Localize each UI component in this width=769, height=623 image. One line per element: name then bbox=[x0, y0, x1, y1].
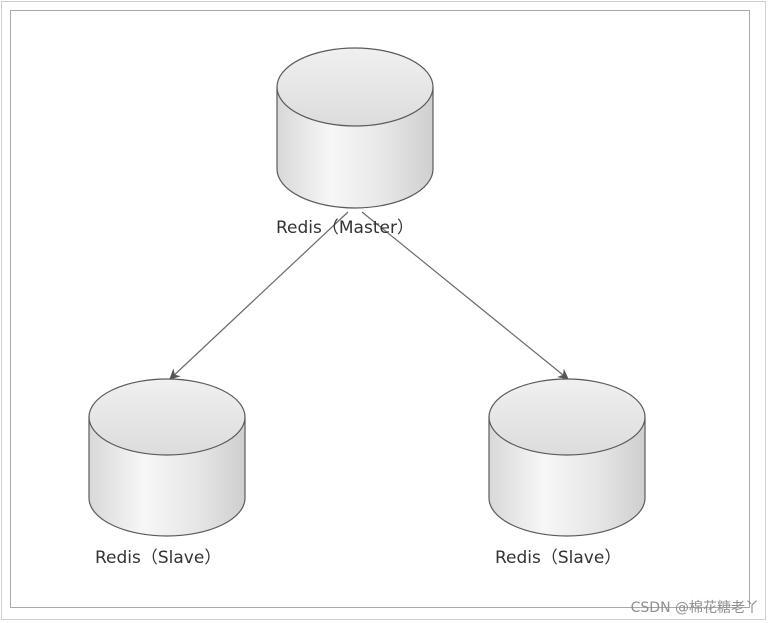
slave-left-node-label: Redis（Slave） bbox=[95, 548, 221, 568]
replication-arrow-left bbox=[169, 211, 349, 380]
slave-right-database-icon bbox=[488, 378, 646, 537]
master-node-label: Redis（Master） bbox=[276, 218, 414, 238]
slave-right-node-label: Redis（Slave） bbox=[495, 548, 621, 568]
slave-left-database-icon bbox=[88, 378, 246, 537]
master-database-icon bbox=[276, 47, 434, 209]
replication-arrow-right bbox=[361, 211, 569, 380]
watermark-text: CSDN @棉花糖老丫 bbox=[630, 600, 759, 616]
